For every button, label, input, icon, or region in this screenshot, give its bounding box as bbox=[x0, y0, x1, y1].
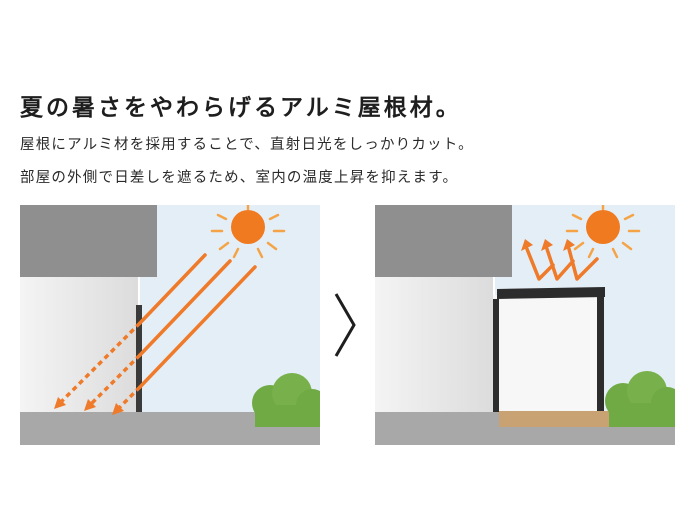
chevron-right-icon bbox=[330, 290, 360, 360]
window-frame bbox=[493, 299, 499, 412]
sun-icon bbox=[210, 205, 286, 259]
tree-icon bbox=[252, 373, 320, 427]
after-illustration bbox=[375, 205, 675, 445]
window-frame bbox=[136, 305, 142, 412]
floor-ground bbox=[375, 412, 499, 445]
page-title: 夏の暑さをやわらげるアルミ屋根材。 bbox=[20, 95, 462, 121]
sunlight-rays bbox=[138, 253, 257, 389]
upper-wall bbox=[375, 205, 512, 277]
reflected-rays bbox=[525, 247, 599, 281]
description-line-1: 屋根にアルミ材を採用することで、直射日光をしっかりカット。 bbox=[20, 137, 474, 153]
room-interior bbox=[375, 277, 493, 412]
sun-icon bbox=[565, 205, 641, 259]
wood-deck bbox=[499, 411, 633, 427]
aluminium-roof bbox=[497, 287, 605, 299]
sunlight-rays-indoor bbox=[58, 321, 142, 411]
upper-wall bbox=[20, 205, 157, 277]
before-illustration bbox=[20, 205, 320, 445]
tree-icon bbox=[605, 371, 675, 427]
roof-post bbox=[597, 289, 604, 413]
description-line-2: 部屋の外側で日差しを遮るため、室内の温度上昇を抑えます。 bbox=[20, 170, 459, 186]
